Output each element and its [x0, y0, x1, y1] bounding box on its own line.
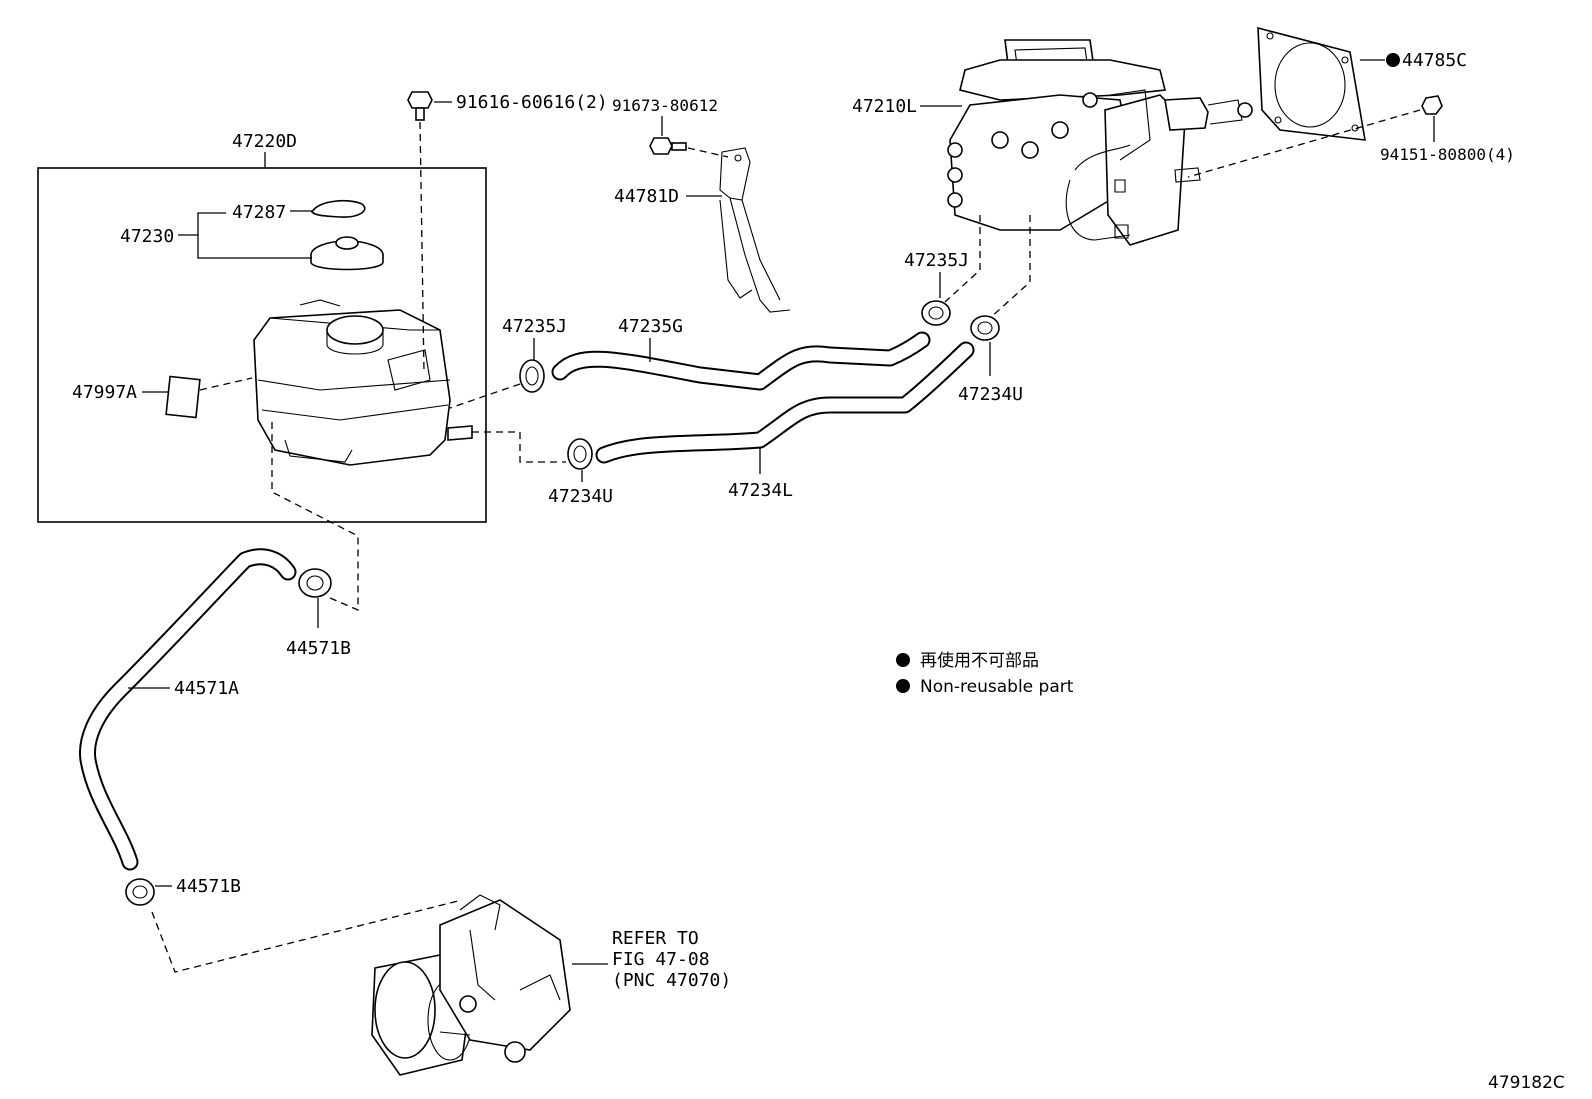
reservoir-bolt	[407, 91, 433, 121]
label-44785C: 44785C	[1402, 50, 1467, 71]
refer-line-1: REFER TO	[612, 928, 699, 949]
label-47235G: 47235G	[618, 316, 683, 337]
legend-english: Non-reusable part	[920, 677, 1074, 697]
label-47235J-left: 47235J	[502, 316, 567, 337]
booster-nut	[1421, 95, 1443, 115]
caution-label-plate	[165, 375, 201, 419]
clip-47235J-right	[921, 300, 951, 326]
label-47230: 47230	[120, 226, 174, 247]
label-44781D: 44781D	[614, 186, 679, 207]
bracket	[719, 147, 791, 313]
clip-47234U-right	[970, 315, 1000, 341]
legend-japanese: 再使用不可部品	[920, 650, 1039, 671]
clip-44571B-upper	[298, 568, 332, 598]
label-91673-80612: 91673-80612	[612, 96, 718, 115]
legend-marker-en	[896, 679, 910, 693]
reservoir-assembly-frame	[37, 167, 487, 523]
label-47234U-right: 47234U	[958, 384, 1023, 405]
brake-booster-assembly	[947, 39, 1253, 246]
label-47220D: 47220D	[232, 131, 297, 152]
bracket-bolt	[649, 137, 687, 155]
brake-fluid-reservoir	[253, 299, 473, 466]
reservoir-cap	[310, 236, 384, 271]
label-47234L: 47234L	[728, 480, 793, 501]
label-44571B-lower: 44571B	[176, 876, 241, 897]
refer-line-2: FIG 47-08	[612, 949, 710, 970]
non-reusable-marker	[1386, 53, 1400, 67]
label-47210L: 47210L	[852, 96, 917, 117]
booster-gasket	[1257, 26, 1366, 141]
clip-47234U-left	[567, 438, 593, 470]
label-94151-80800: 94151-80800(4)	[1380, 145, 1515, 164]
label-91616-60616: 91616-60616(2)	[456, 92, 608, 113]
cap-gasket	[311, 199, 366, 218]
hose-44571A	[79, 548, 297, 871]
clip-47235J-left	[519, 359, 545, 393]
label-44571A: 44571A	[174, 678, 239, 699]
clip-44571B-lower	[125, 878, 155, 906]
figure-id: 479182C	[1488, 1073, 1565, 1093]
legend-marker-jp	[896, 653, 910, 667]
label-47235J-right: 47235J	[904, 250, 969, 271]
refer-line-3: (PNC 47070)	[612, 970, 731, 991]
label-47287: 47287	[232, 202, 286, 223]
label-44571B-upper: 44571B	[286, 638, 351, 659]
label-47234U-left: 47234U	[548, 486, 613, 507]
label-47997A: 47997A	[72, 382, 137, 403]
brake-pump-motor	[371, 894, 571, 1076]
